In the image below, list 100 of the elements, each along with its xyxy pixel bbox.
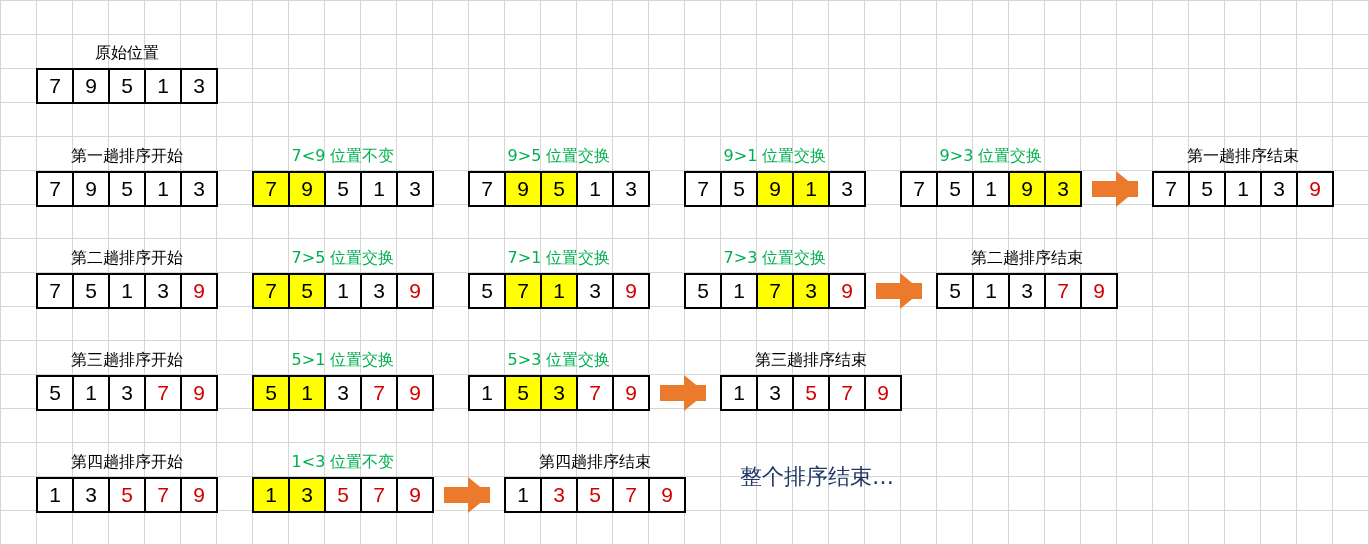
- number-array: [936, 247, 1118, 309]
- array-cell: 7: [36, 68, 74, 104]
- number-array: [684, 145, 866, 207]
- array-cell: 5: [252, 375, 290, 411]
- array-cell: 3: [756, 375, 794, 411]
- array-cell: 9: [396, 477, 434, 513]
- array-cell: 9: [180, 375, 218, 411]
- array-cell: 1: [720, 375, 758, 411]
- array-cell: 1: [360, 171, 398, 207]
- array-cell: 5: [72, 273, 110, 309]
- array-heading: 7>1 位置交换: [506, 247, 612, 269]
- array-cell: 9: [612, 375, 650, 411]
- number-array: [252, 247, 434, 309]
- array-cell: 3: [576, 273, 614, 309]
- array-cell: 9: [1008, 171, 1046, 207]
- array-cell: 9: [288, 171, 326, 207]
- array-cell: 9: [180, 273, 218, 309]
- array-cell: 3: [288, 477, 326, 513]
- array-heading: 第三趟排序开始: [70, 349, 184, 371]
- array-cell: 3: [144, 273, 182, 309]
- array-cell: 3: [540, 375, 578, 411]
- array-cell: 7: [252, 273, 290, 309]
- array-cell: 3: [1260, 171, 1298, 207]
- array-cell: 5: [720, 171, 758, 207]
- block-arrow: [1092, 171, 1138, 207]
- array-cell: 7: [1152, 171, 1190, 207]
- array-cell: 1: [792, 171, 830, 207]
- array-cell: 3: [540, 477, 578, 513]
- array-heading: 9>3 位置交换: [938, 145, 1044, 167]
- array-heading: 7>3 位置交换: [722, 247, 828, 269]
- array-cell: 3: [324, 375, 362, 411]
- array-cell: 1: [144, 171, 182, 207]
- array-cell: 3: [108, 375, 146, 411]
- array-cell: 7: [36, 171, 74, 207]
- array-cell: 1: [576, 171, 614, 207]
- array-cell: 9: [1296, 171, 1334, 207]
- array-cell: 5: [540, 171, 578, 207]
- array-cell: 3: [180, 171, 218, 207]
- number-array: [468, 145, 650, 207]
- array-cell: 1: [1224, 171, 1262, 207]
- array-cell: 9: [756, 171, 794, 207]
- array-cell: 5: [504, 375, 542, 411]
- number-array: [252, 145, 434, 207]
- array-heading: 1<3 位置不变: [290, 451, 396, 473]
- array-cell: 9: [180, 477, 218, 513]
- array-cell: 3: [360, 273, 398, 309]
- array-cell: 3: [396, 171, 434, 207]
- array-cell: 1: [468, 375, 506, 411]
- number-array: [36, 451, 218, 513]
- array-cell: 1: [36, 477, 74, 513]
- number-array: [504, 451, 686, 513]
- number-array: [252, 451, 434, 513]
- number-array: [36, 349, 218, 411]
- array-cell: 1: [288, 375, 326, 411]
- array-cell: 9: [1080, 273, 1118, 309]
- array-cell: 7: [144, 477, 182, 513]
- array-cell: 5: [792, 375, 830, 411]
- array-cell: 9: [828, 273, 866, 309]
- number-array: [684, 247, 866, 309]
- array-cell: 5: [936, 273, 974, 309]
- array-heading: 第一趟排序开始: [70, 145, 184, 167]
- number-array: [36, 247, 218, 309]
- array-cell: 7: [612, 477, 650, 513]
- array-cell: 3: [180, 68, 218, 104]
- block-arrow: [444, 477, 490, 513]
- array-cell: 5: [324, 171, 362, 207]
- array-cell: 3: [72, 477, 110, 513]
- array-cell: 1: [504, 477, 542, 513]
- array-cell: 1: [252, 477, 290, 513]
- array-heading: 第四趟排序开始: [70, 451, 184, 473]
- block-arrow: [876, 273, 922, 309]
- array-heading: 7<9 位置不变: [290, 145, 396, 167]
- array-cell: 9: [396, 273, 434, 309]
- array-cell: 5: [1188, 171, 1226, 207]
- array-cell: 1: [108, 273, 146, 309]
- array-cell: 3: [828, 171, 866, 207]
- array-cell: 5: [576, 477, 614, 513]
- array-cell: 1: [972, 273, 1010, 309]
- array-cell: 9: [396, 375, 434, 411]
- array-cell: 5: [324, 477, 362, 513]
- array-cell: 7: [360, 375, 398, 411]
- array-cell: 7: [144, 375, 182, 411]
- array-cell: 5: [468, 273, 506, 309]
- array-cell: 7: [756, 273, 794, 309]
- array-cell: 1: [972, 171, 1010, 207]
- array-cell: 7: [504, 273, 542, 309]
- array-cell: 3: [1008, 273, 1046, 309]
- array-cell: 9: [72, 68, 110, 104]
- array-cell: 1: [324, 273, 362, 309]
- array-cell: 9: [648, 477, 686, 513]
- array-cell: 5: [108, 68, 146, 104]
- array-cell: 7: [684, 171, 722, 207]
- array-cell: 9: [504, 171, 542, 207]
- array-cell: 9: [612, 273, 650, 309]
- array-heading: 第三趟排序结束: [754, 349, 868, 371]
- array-cell: 5: [684, 273, 722, 309]
- array-cell: 7: [1044, 273, 1082, 309]
- array-cell: 5: [36, 375, 74, 411]
- array-cell: 1: [540, 273, 578, 309]
- number-array: [468, 349, 650, 411]
